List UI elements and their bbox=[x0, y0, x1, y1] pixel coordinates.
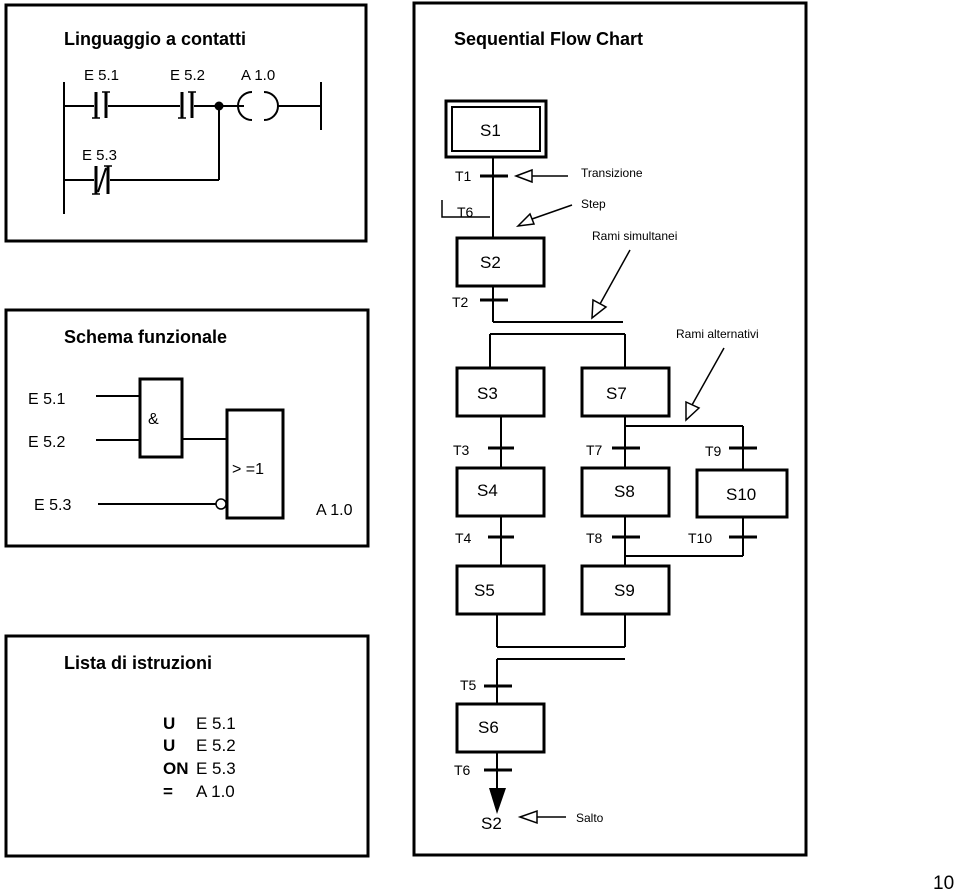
transition-t3-label: T3 bbox=[453, 442, 470, 458]
contact-e51 bbox=[92, 91, 110, 119]
ladder-coil-label: A 1.0 bbox=[241, 67, 275, 84]
step-s5-label: S5 bbox=[474, 581, 495, 600]
annotation-rami-simultanei: Rami simultanei bbox=[592, 229, 677, 243]
jump-arrow bbox=[489, 788, 506, 814]
annotation-arrow bbox=[599, 249, 631, 305]
or-gate-symbol: > =1 bbox=[232, 461, 264, 478]
step-s4 bbox=[455, 466, 546, 518]
step-s6-label: S6 bbox=[478, 718, 499, 737]
ladder-contact2-label: E 5.2 bbox=[170, 67, 205, 84]
ladder-panel-border bbox=[4, 3, 368, 243]
stl-operand: E 5.3 bbox=[196, 759, 236, 778]
stl-operand: A 1.0 bbox=[196, 782, 235, 801]
transition-t4-label: T4 bbox=[455, 530, 472, 546]
annotation-salto: Salto bbox=[576, 811, 604, 825]
stl-title: Lista di istruzioni bbox=[64, 653, 212, 673]
step-s2 bbox=[455, 236, 546, 288]
step-s6 bbox=[455, 702, 546, 754]
jump-entry-line bbox=[441, 200, 490, 218]
annotation-arrowhead bbox=[515, 212, 536, 228]
step-s9 bbox=[580, 564, 671, 616]
step-s2-label: S2 bbox=[480, 253, 501, 272]
ladder-contact3-label: E 5.3 bbox=[82, 147, 117, 164]
transition-t7-label: T7 bbox=[586, 442, 603, 458]
ladder-title: Linguaggio a contatti bbox=[64, 29, 246, 49]
transition-t2-label: T2 bbox=[452, 294, 469, 310]
stl-op: ON bbox=[163, 759, 189, 778]
step-s9-label: S9 bbox=[614, 581, 635, 600]
contact-e52 bbox=[178, 91, 196, 119]
annotation-arrow bbox=[691, 347, 725, 406]
step-s3 bbox=[455, 366, 546, 418]
ladder-panel: Linguaggio a contatti E 5.1 E 5.2 A 1.0 … bbox=[4, 3, 368, 243]
stl-operand: E 5.2 bbox=[196, 736, 236, 755]
fbd-output-label: A 1.0 bbox=[316, 502, 353, 519]
annotation-step: Step bbox=[581, 197, 606, 211]
transition-t6-label: T6 bbox=[457, 204, 474, 220]
step-s7-label: S7 bbox=[606, 384, 627, 403]
fbd-title: Schema funzionale bbox=[64, 327, 227, 347]
step-s3-label: S3 bbox=[477, 384, 498, 403]
stl-op: = bbox=[163, 782, 173, 801]
fbd-panel: Schema funzionale E 5.1 E 5.2 E 5.3 & > … bbox=[4, 308, 370, 548]
annotation-arrowhead bbox=[685, 400, 701, 422]
transition-t1-label: T1 bbox=[455, 168, 472, 184]
step-s4-label: S4 bbox=[477, 481, 498, 500]
annotation-arrowhead bbox=[513, 168, 533, 184]
coil-a10 bbox=[237, 91, 279, 121]
transition-t6-label: T6 bbox=[454, 762, 471, 778]
step-s1-label: S1 bbox=[480, 121, 501, 140]
stl-op: U bbox=[163, 714, 175, 733]
fbd-input2-label: E 5.2 bbox=[28, 434, 65, 451]
sfc-panel: Sequential Flow Chart S1 T1 T6 Transizio… bbox=[412, 1, 808, 857]
annotation-transizione: Transizione bbox=[581, 166, 643, 180]
step-s5 bbox=[455, 564, 546, 616]
page-number: 10 bbox=[933, 873, 954, 894]
step-s7 bbox=[580, 366, 671, 418]
ladder-contact1-label: E 5.1 bbox=[84, 67, 119, 84]
or-gate bbox=[225, 408, 285, 520]
transition-t5-label: T5 bbox=[460, 677, 477, 693]
step-s10 bbox=[695, 468, 789, 519]
negation-circle bbox=[215, 498, 227, 510]
transition-t10-label: T10 bbox=[688, 530, 712, 546]
step-s1-inner bbox=[451, 106, 541, 152]
fbd-panel-border bbox=[4, 308, 370, 548]
annotation-arrow bbox=[531, 204, 573, 220]
and-gate bbox=[138, 377, 184, 459]
transition-t9-label: T9 bbox=[705, 443, 722, 459]
stl-operand: E 5.1 bbox=[196, 714, 236, 733]
step-s8-label: S8 bbox=[614, 482, 635, 501]
fbd-input3-label: E 5.3 bbox=[34, 497, 71, 514]
contact-e53-nc bbox=[92, 165, 112, 195]
stl-panel: Lista di istruzioni U E 5.1 U E 5.2 ON E… bbox=[4, 634, 370, 858]
annotation-rami-alternativi: Rami alternativi bbox=[676, 327, 759, 341]
sfc-title: Sequential Flow Chart bbox=[454, 29, 643, 49]
and-gate-symbol: & bbox=[148, 411, 159, 428]
fbd-input1-label: E 5.1 bbox=[28, 391, 65, 408]
transition-t8-label: T8 bbox=[586, 530, 603, 546]
step-s10-label: S10 bbox=[726, 485, 756, 504]
stl-panel-border bbox=[4, 634, 370, 858]
step-s1 bbox=[444, 99, 548, 159]
stl-op: U bbox=[163, 736, 175, 755]
annotation-arrowhead bbox=[517, 809, 538, 825]
jump-target-s2: S2 bbox=[481, 814, 502, 833]
annotation-arrowhead bbox=[591, 298, 608, 320]
